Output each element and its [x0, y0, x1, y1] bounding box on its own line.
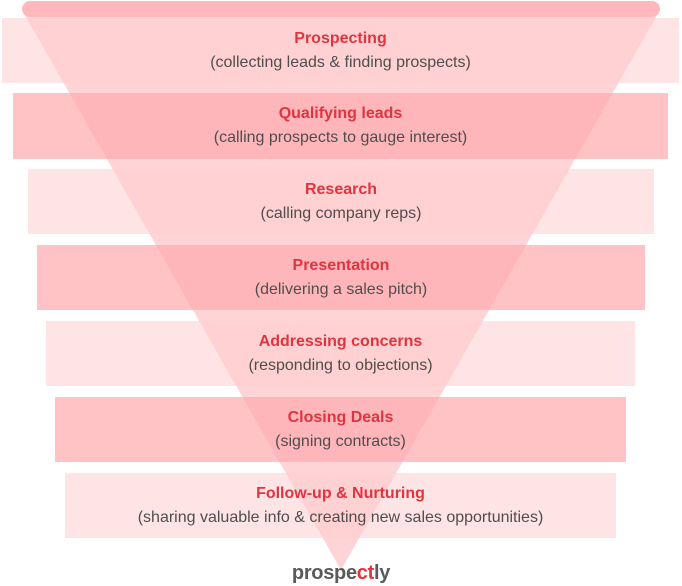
- logo-text-end: ly: [373, 561, 391, 584]
- stage-title: Presentation: [292, 256, 390, 274]
- stage-band-presentation: Presentation (delivering a sales pitch): [37, 245, 645, 310]
- stage-band-addressing-concerns: Addressing concerns (responding to objec…: [46, 321, 635, 386]
- logo-text-accent: ct: [356, 561, 374, 584]
- stage-band-follow-up-nurturing: Follow-up & Nurturing (sharing valuable …: [65, 473, 616, 538]
- stage-title: Research: [304, 180, 378, 198]
- stage-title: Follow-up & Nurturing: [256, 484, 425, 502]
- stage-description: (responding to objections): [248, 356, 433, 374]
- stage-description: (calling prospects to gauge interest): [213, 129, 468, 146]
- stage-band-prospecting: Prospecting (collecting leads & finding …: [2, 18, 679, 83]
- stage-description: (delivering a sales pitch): [254, 280, 428, 298]
- stage-title: Qualifying leads: [278, 105, 403, 122]
- stage-band-closing-deals: Closing Deals (signing contracts): [55, 397, 626, 462]
- stage-title: Closing Deals: [287, 408, 394, 426]
- stage-description: (collecting leads & finding prospects): [210, 53, 471, 71]
- stage-title: Addressing concerns: [258, 332, 423, 350]
- stage-band-research: Research (calling company reps): [28, 169, 654, 234]
- stage-description: (sharing valuable info & creating new sa…: [137, 508, 544, 526]
- funnel-top-bar: [22, 1, 660, 17]
- stage-band-qualifying-leads: Qualifying leads (calling prospects to g…: [13, 93, 668, 159]
- logo-text-start: prospe: [291, 561, 357, 584]
- stage-title: Prospecting: [294, 29, 387, 47]
- stage-description: (signing contracts): [275, 432, 406, 450]
- stage-description: (calling company reps): [260, 204, 422, 222]
